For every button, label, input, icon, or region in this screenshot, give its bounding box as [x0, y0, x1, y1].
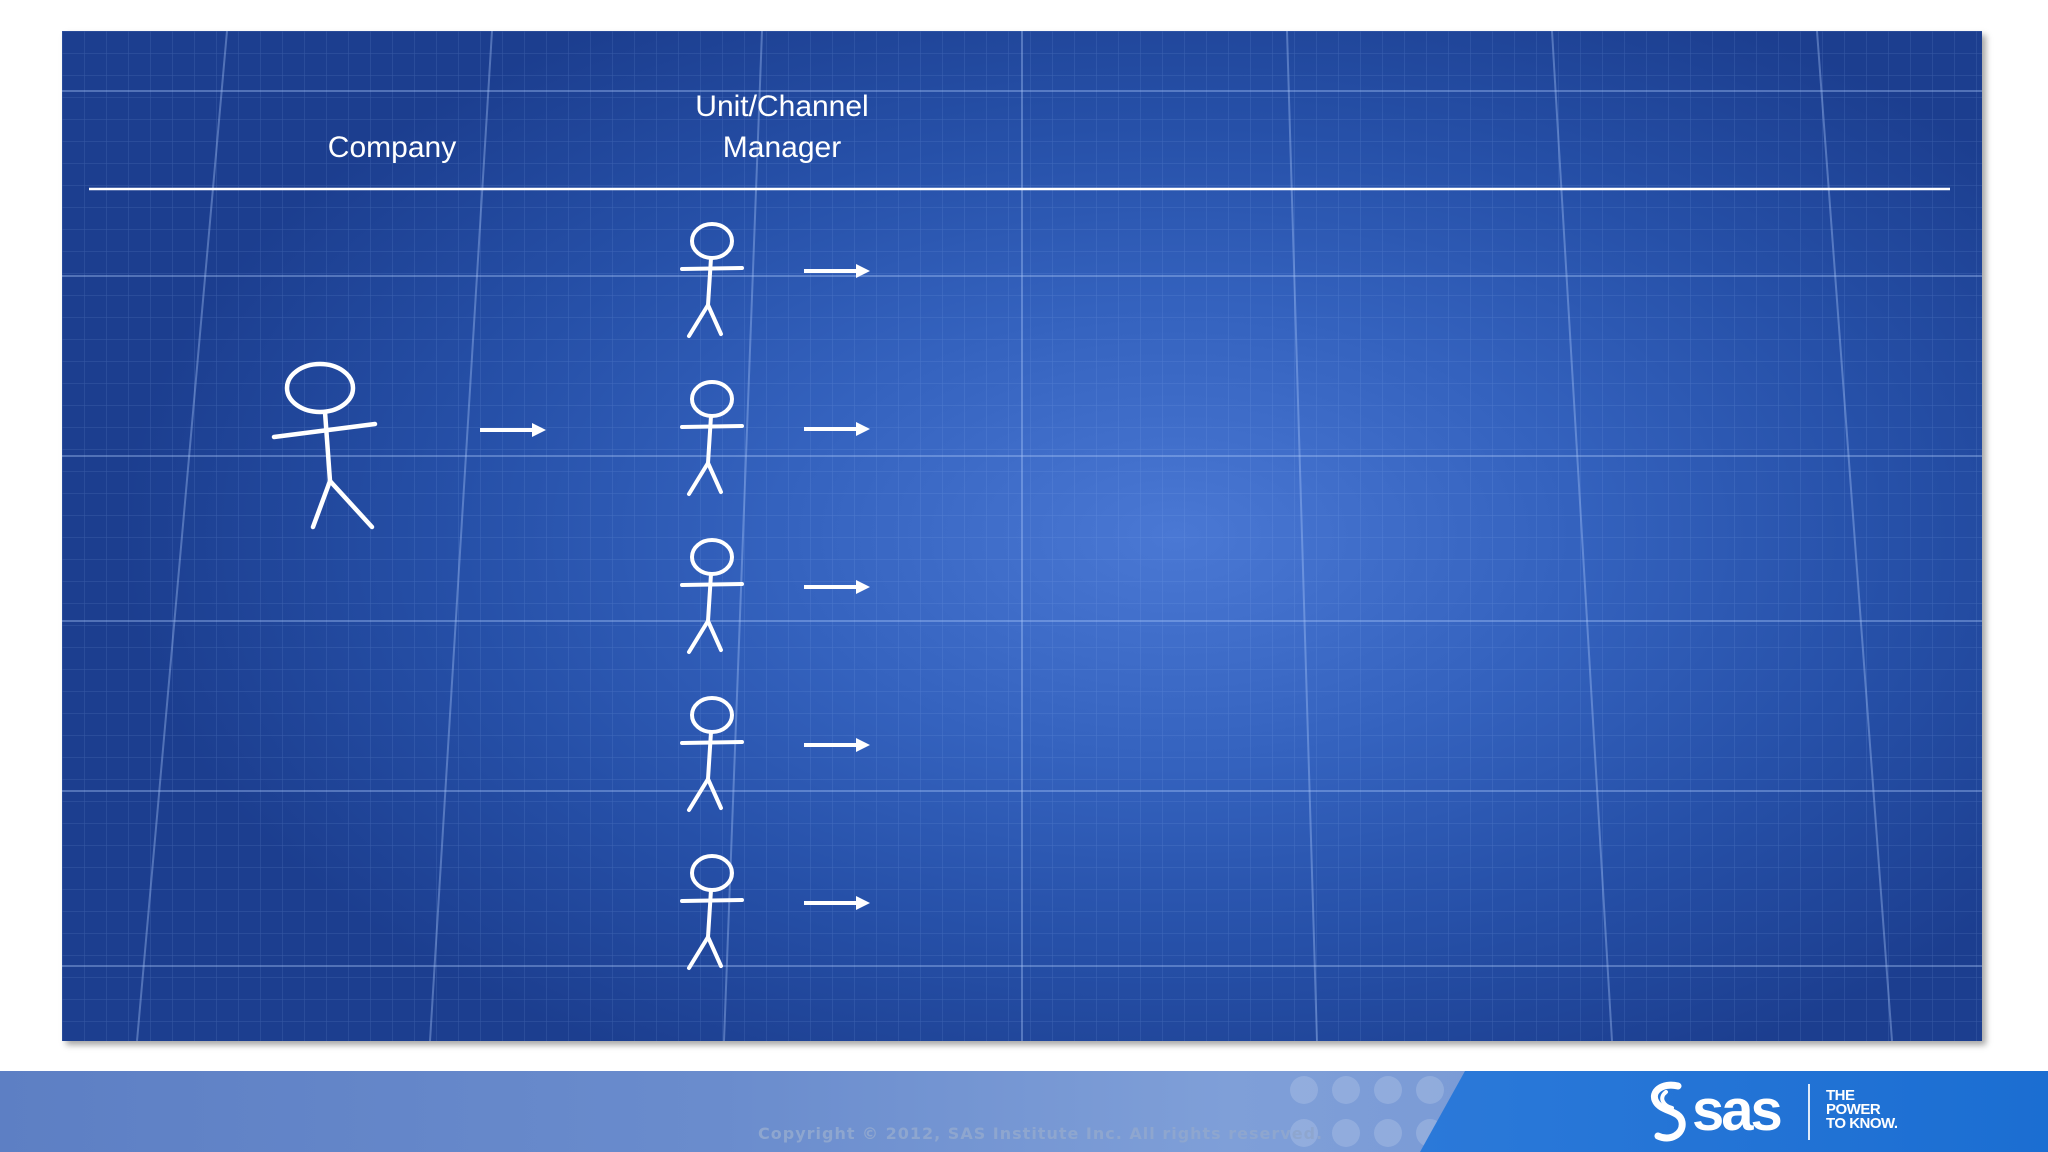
- footer-blue-wedge: [1420, 1071, 2048, 1152]
- manager-figure: [680, 854, 744, 970]
- manager-figure: [680, 222, 744, 338]
- manager-rows: [680, 222, 870, 970]
- manager-arrow: [804, 580, 870, 594]
- manager-arrow: [804, 896, 870, 910]
- manager-figure: [680, 380, 744, 496]
- sas-tagline: THE POWER TO KNOW.: [1826, 1087, 1898, 1132]
- manager-arrow: [804, 738, 870, 752]
- header-company: Company: [327, 131, 457, 164]
- copyright-text: Copyright © 2012, SAS Institute Inc. All…: [758, 1124, 1324, 1143]
- fine-grid: [62, 31, 1982, 1041]
- footer-bar: [0, 1071, 2048, 1152]
- header-unit-channel-manager: Unit/Channel Manager: [695, 90, 869, 164]
- company-figure: [271, 361, 378, 530]
- sas-logo-divider: [1808, 1084, 1810, 1140]
- sas-swirl-icon: [1651, 1081, 1686, 1142]
- manager-arrow: [804, 264, 870, 278]
- blueprint-panel: Company Unit/Channel Manager: [62, 31, 1982, 1041]
- sas-logo: sas THE POWER TO KNOW.: [1640, 1080, 1940, 1144]
- company-arrow: [480, 423, 546, 437]
- major-grid: [62, 31, 1982, 1041]
- blueprint-diagram: [62, 31, 1982, 1041]
- manager-figure: [680, 538, 744, 654]
- sas-wordmark: sas: [1692, 1078, 1783, 1143]
- manager-arrow: [804, 422, 870, 436]
- manager-figure: [680, 696, 744, 812]
